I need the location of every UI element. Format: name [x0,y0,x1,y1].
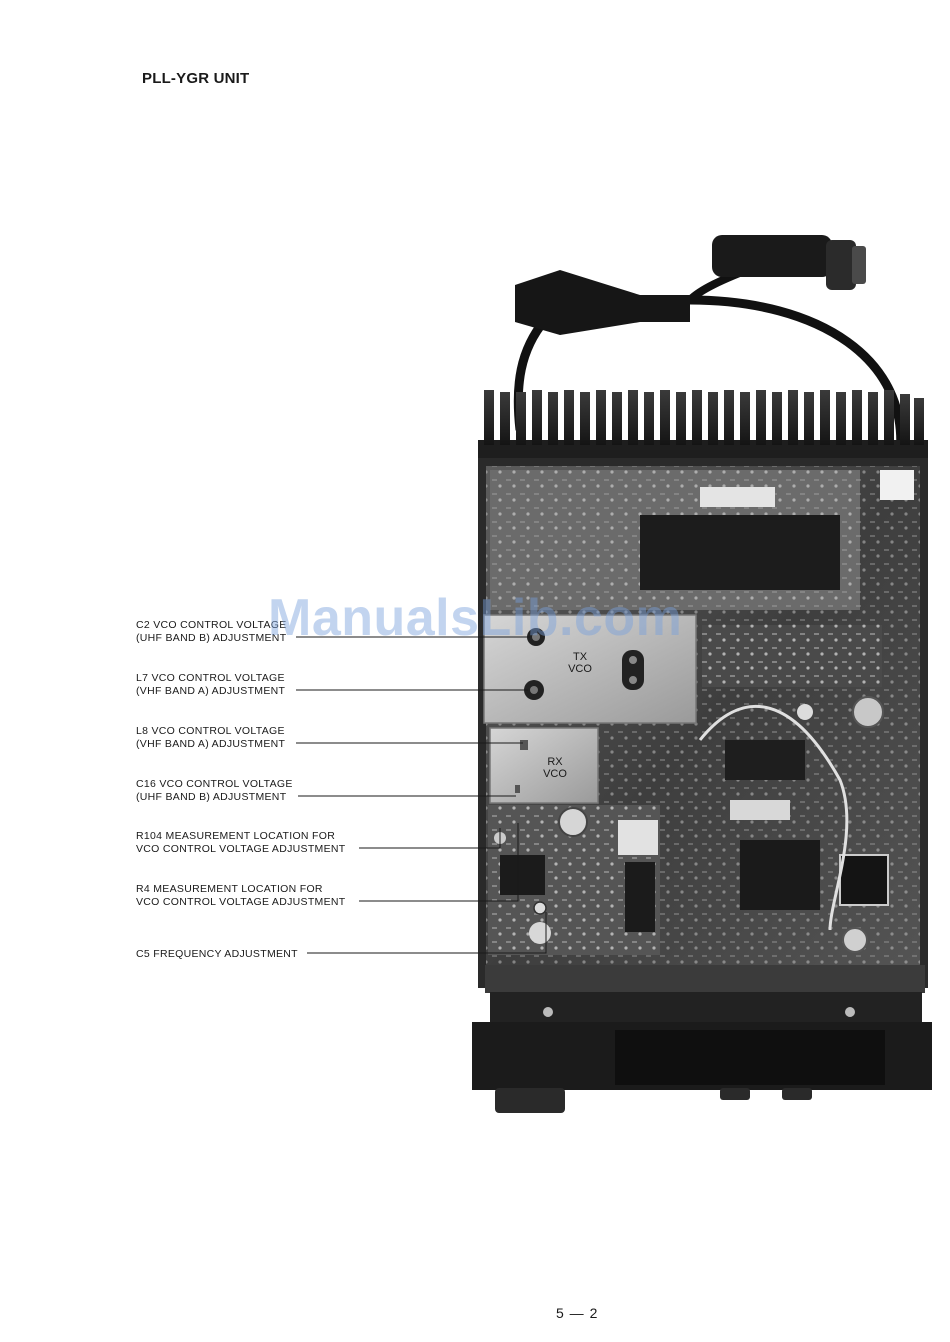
callout-l8-vco: L8 VCO CONTROL VOLTAGE (VHF BAND A) ADJU… [136,725,285,751]
tx-vco-label: TX VCO [560,651,600,675]
power-amp-module [490,470,914,610]
callout-r4-line1: R4 MEASUREMENT LOCATION FOR [136,883,323,895]
page-number: 5 — 2 [556,1305,599,1321]
callout-l8-line2: (VHF BAND A) ADJUSTMENT [136,738,286,750]
antenna-cables [513,235,906,456]
watermark: ManualsLib.com [268,589,683,647]
tx-vco-shield [483,614,697,724]
callout-c16-line2: (UHF BAND B) ADJUSTMENT [136,791,287,803]
control-board [698,625,889,953]
callout-r104-line2: VCO CONTROL VOLTAGE ADJUSTMENT [136,843,346,855]
rx-vco-label-line2: VCO [543,768,567,780]
callout-c16-vco: C16 VCO CONTROL VOLTAGE (UHF BAND B) ADJ… [136,778,293,804]
callout-l7-line2: (VHF BAND A) ADJUSTMENT [136,685,286,697]
callout-r4-line2: VCO CONTROL VOLTAGE ADJUSTMENT [136,896,346,908]
callout-l7-vco: L7 VCO CONTROL VOLTAGE (VHF BAND A) ADJU… [136,672,285,698]
callout-c2-vco: C2 VCO CONTROL VOLTAGE (UHF BAND B) ADJU… [136,619,287,645]
callout-c16-line1: C16 VCO CONTROL VOLTAGE [136,778,293,790]
callout-c5-frequency: C5 FREQUENCY ADJUSTMENT [136,948,298,961]
front-panel [472,965,932,1113]
callout-r104-measurement: R104 MEASUREMENT LOCATION FOR VCO CONTRO… [136,830,346,856]
rx-vco-label: RX VCO [535,756,575,780]
tx-vco-label-line2: VCO [568,663,592,675]
rx-vco-label-line1: RX [547,756,563,768]
callout-l8-line1: L8 VCO CONTROL VOLTAGE [136,725,285,737]
tx-vco-label-line1: TX [572,651,588,663]
callout-r104-line1: R104 MEASUREMENT LOCATION FOR [136,830,336,842]
rx-vco-shield [489,727,599,804]
callout-c2-line1: C2 VCO CONTROL VOLTAGE [136,619,287,631]
callout-r4-measurement: R4 MEASUREMENT LOCATION FOR VCO CONTROL … [136,883,346,909]
callout-c2-line2: (UHF BAND B) ADJUSTMENT [136,632,287,644]
pll-board [488,805,660,955]
heat-sink [478,390,928,462]
callout-l7-line1: L7 VCO CONTROL VOLTAGE [136,672,285,684]
callout-c5-line1: C5 FREQUENCY ADJUSTMENT [136,948,298,960]
page-title: PLL-YGR UNIT [142,70,250,87]
